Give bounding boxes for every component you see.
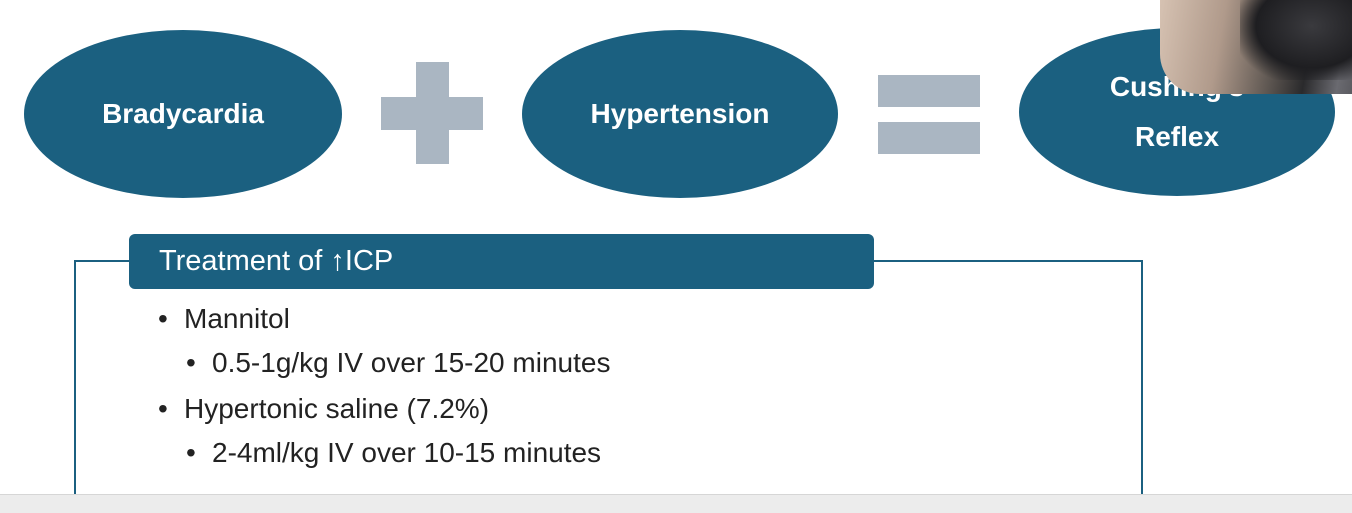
list-item: • Hypertonic saline (7.2%)	[158, 393, 489, 425]
hypertension-oval: Hypertension	[522, 30, 838, 198]
equals-icon-bottom-bar	[878, 122, 980, 154]
list-item-text: 2-4ml/kg IV over 10-15 minutes	[212, 437, 602, 468]
hypertension-label: Hypertension	[590, 97, 770, 129]
list-item: • Mannitol	[158, 303, 290, 335]
presenter-video-subject	[1240, 0, 1352, 80]
presenter-video-thumbnail	[1160, 0, 1352, 94]
list-item-text: Hypertonic saline (7.2%)	[184, 393, 490, 424]
treatment-box-header: Treatment of ↑ICP	[129, 234, 874, 289]
bottom-bar	[0, 494, 1352, 513]
bullet-icon: •	[186, 347, 196, 378]
list-item: • 0.5-1g/kg IV over 15-20 minutes	[186, 347, 610, 379]
bradycardia-label: Bradycardia	[102, 97, 264, 129]
list-item: • 2-4ml/kg IV over 10-15 minutes	[186, 437, 601, 469]
bullet-icon: •	[158, 393, 168, 424]
list-item-text: Mannitol	[184, 303, 290, 334]
cushings-reflex-label-line2: Reflex	[1134, 121, 1220, 152]
plus-icon-vertical	[416, 62, 449, 164]
equals-icon-top-bar	[878, 75, 980, 107]
bullet-icon: •	[186, 437, 196, 468]
bradycardia-oval: Bradycardia	[24, 30, 342, 198]
bullet-icon: •	[158, 303, 168, 334]
treatment-box	[74, 260, 1143, 498]
list-item-text: 0.5-1g/kg IV over 15-20 minutes	[212, 347, 611, 378]
